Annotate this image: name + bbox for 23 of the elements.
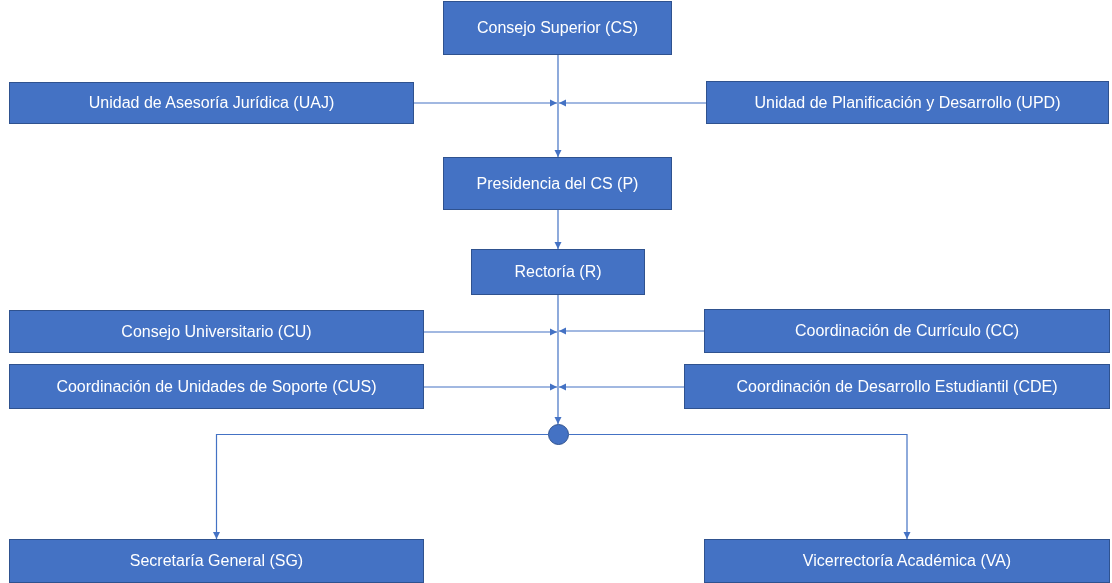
org-unit-box: Secretaría General (SG) — [9, 539, 424, 583]
connector-arrow — [423, 328, 558, 336]
connector-arrow — [568, 433, 911, 540]
org-unit-box: Unidad de Planificación y Desarrollo (UPD) — [706, 81, 1109, 124]
connector-arrow — [558, 99, 707, 107]
connector-arrow — [213, 433, 549, 540]
org-unit-box: Coordinación de Unidades de Soporte (CUS) — [9, 364, 424, 409]
connector-arrow — [558, 327, 705, 335]
org-unit-box: Consejo Universitario (CU) — [9, 310, 424, 353]
org-unit-box: Coordinación de Currículo (CC) — [704, 309, 1110, 353]
org-unit-box: Coordinación de Desarrollo Estudiantil (CDE) — [684, 364, 1110, 409]
org-unit-box: Rectoría (R) — [471, 249, 645, 295]
org-unit-box: Vicerrectoría Académica (VA) — [704, 539, 1110, 583]
connector-arrow — [423, 383, 558, 391]
connector-arrow — [558, 383, 685, 391]
org-unit-box: Consejo Superior (CS) — [443, 1, 672, 55]
connector-arrow — [554, 209, 562, 250]
connector-arrow — [413, 99, 558, 107]
connector-arrow — [554, 294, 562, 425]
org-unit-box: Presidencia del CS (P) — [443, 157, 672, 210]
org-unit-box: Unidad de Asesoría Jurídica (UAJ) — [9, 82, 414, 124]
junction-circle — [548, 424, 569, 445]
connector-arrow — [554, 54, 562, 158]
